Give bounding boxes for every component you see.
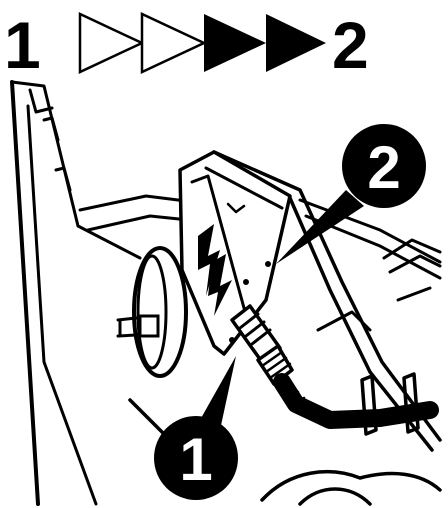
callout-pointer xyxy=(276,190,364,264)
callout-badge xyxy=(342,124,426,208)
step-sequence-header: 1 2 xyxy=(4,8,369,82)
lightning-warning-icon xyxy=(208,254,232,316)
hollow-arrow-icon xyxy=(140,12,207,74)
callout-1: 1 xyxy=(154,356,238,500)
cable-tie xyxy=(360,374,378,436)
bolt-hole xyxy=(265,261,271,267)
hose-connector xyxy=(230,304,294,386)
housing-panel xyxy=(10,80,40,506)
cable-tie xyxy=(402,372,420,434)
callout-number: 2 xyxy=(367,134,400,201)
callout-pointer xyxy=(200,356,236,430)
pulley-disc xyxy=(132,246,188,378)
hollow-arrow-icon xyxy=(78,12,145,74)
start-step-number: 1 xyxy=(4,8,41,82)
bolt-hole xyxy=(229,337,235,343)
callout-number: 1 xyxy=(179,426,212,493)
solid-arrow-icon xyxy=(204,14,266,72)
callout-badge xyxy=(154,416,238,500)
solid-arrow-icon xyxy=(266,14,326,72)
step-arrows xyxy=(78,12,326,74)
lightning-warning-icon xyxy=(198,224,220,296)
callout-2: 2 xyxy=(276,124,426,264)
bolt-hole xyxy=(243,279,249,285)
end-step-number: 2 xyxy=(332,8,369,82)
